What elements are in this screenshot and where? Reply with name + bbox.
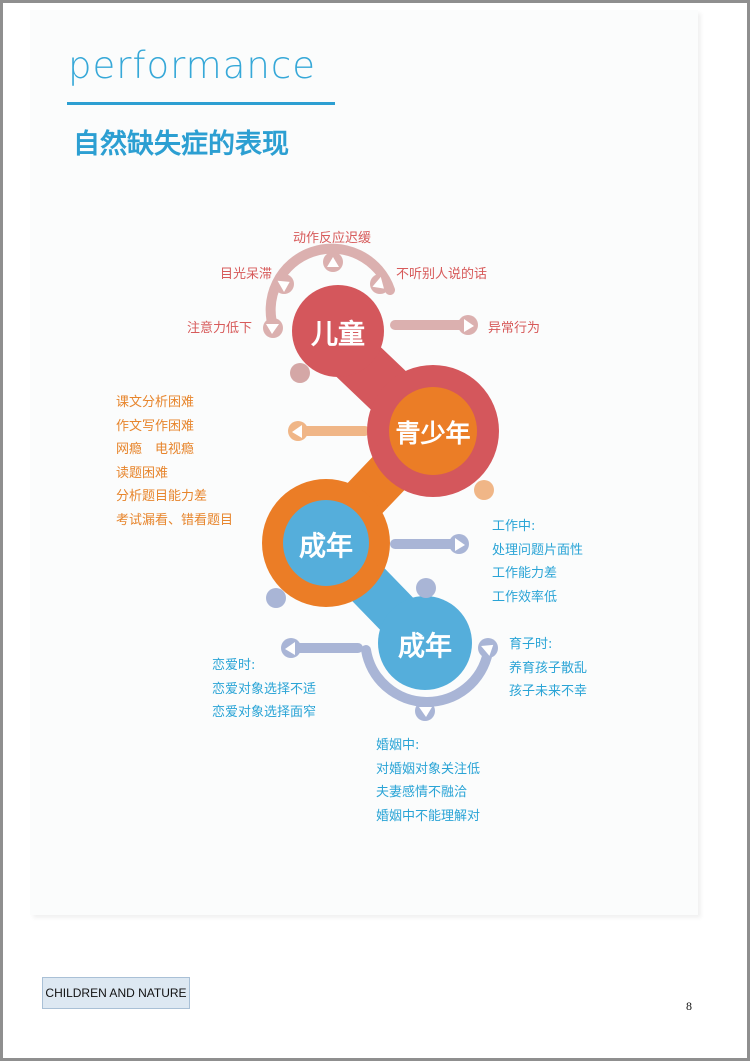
arrow-icon-left — [263, 318, 283, 338]
marriage-symptom-item: 婚姻中: — [376, 738, 420, 753]
teen-circle — [389, 387, 477, 475]
love-symptom-item: 恋爱时: — [212, 658, 256, 673]
parenting-symptom-item: 养育孩子散乱 — [509, 660, 588, 676]
teen-symptom-item: 网瘾 电视瘾 — [116, 442, 195, 457]
adult2-circle — [378, 596, 472, 690]
parenting-symptom-item: 育子时: — [509, 637, 553, 652]
teen-symptom-item: 分析题目能力差 — [116, 489, 208, 504]
stage-label-adult2: 成年 — [398, 631, 452, 663]
love-symptom-list: 恋爱时: 恋爱对象选择不适 恋爱对象选择面窄 — [212, 654, 316, 725]
adult-circle — [283, 500, 369, 586]
symptom-not-listening: 不听别人说的话 — [396, 267, 488, 282]
decor-dot-red — [290, 363, 310, 383]
teen-symptom-item: 课文分析困难 — [116, 395, 195, 410]
childhood-circle — [292, 285, 384, 377]
symptom-low-attention: 注意力低下 — [187, 321, 253, 336]
marriage-symptom-item: 对婚姻对象关注低 — [376, 761, 481, 777]
decor-dot-lavender-a — [416, 578, 436, 598]
love-symptom-item: 恋爱对象选择面窄 — [212, 705, 317, 720]
arrow-icon-love — [281, 638, 301, 658]
parenting-symptom-item: 孩子未来不幸 — [509, 684, 588, 699]
work-symptom-list: 工作中: 处理问题片面性 工作能力差 工作效率低 — [492, 515, 583, 609]
work-symptom-item: 处理问题片面性 — [492, 542, 584, 558]
arrow-icon-right-upper — [370, 274, 390, 294]
chinese-title: 自然缺失症的表现 — [73, 129, 289, 160]
childhood-arc — [265, 243, 395, 335]
love-symptom-item: 恋爱对象选择不适 — [212, 681, 317, 697]
stage-label-adult: 成年 — [299, 531, 353, 563]
work-symptom-item: 工作中: — [492, 519, 536, 534]
teen-symptom-list: 课文分析困难 作文写作困难 网瘾 电视瘾 读题困难 分析题目能力差 考试漏看、错… — [116, 391, 233, 532]
marriage-symptom-list: 婚姻中: 对婚姻对象关注低 夫妻感情不融洽 婚姻中不能理解对 — [376, 734, 480, 828]
symptom-abnormal-behavior: 异常行为 — [488, 321, 541, 336]
page-number: 8 — [686, 999, 692, 1013]
teen-symptom-item: 作文写作困难 — [116, 418, 195, 434]
arrow-icon-left-upper — [274, 274, 294, 294]
teen-symptom-item: 考试漏看、错看题目 — [116, 512, 234, 528]
arrow-icon-right — [458, 315, 478, 335]
content-panel — [30, 10, 698, 915]
arrow-icon-top — [323, 252, 343, 272]
english-title: performance — [68, 44, 316, 87]
stage-label-childhood: 儿童 — [311, 319, 365, 351]
work-symptom-item: 工作能力差 — [492, 566, 558, 581]
arrow-icon-marriage — [415, 701, 435, 721]
footer-badge: CHILDREN AND NATURE — [42, 977, 190, 1009]
decor-dot-peach — [474, 480, 494, 500]
parenting-symptom-list: 育子时: 养育孩子散乱 孩子未来不幸 — [509, 633, 587, 704]
arrow-icon-work — [449, 534, 469, 554]
decor-dot-lavender-b — [266, 588, 286, 608]
marriage-symptom-item: 夫妻感情不融洽 — [376, 785, 468, 800]
teen-symptom-item: 读题困难 — [116, 465, 169, 481]
stage-label-teen: 青少年 — [395, 419, 471, 448]
arrow-icon-parenting — [478, 638, 498, 658]
symptom-dull-gaze: 目光呆滞 — [220, 267, 273, 282]
arrow-icon-teen — [288, 421, 308, 441]
symptom-slow-reaction: 动作反应迟缓 — [293, 231, 372, 246]
marriage-symptom-item: 婚姻中不能理解对 — [376, 808, 481, 824]
title-rule — [67, 102, 335, 105]
work-symptom-item: 工作效率低 — [492, 589, 558, 605]
